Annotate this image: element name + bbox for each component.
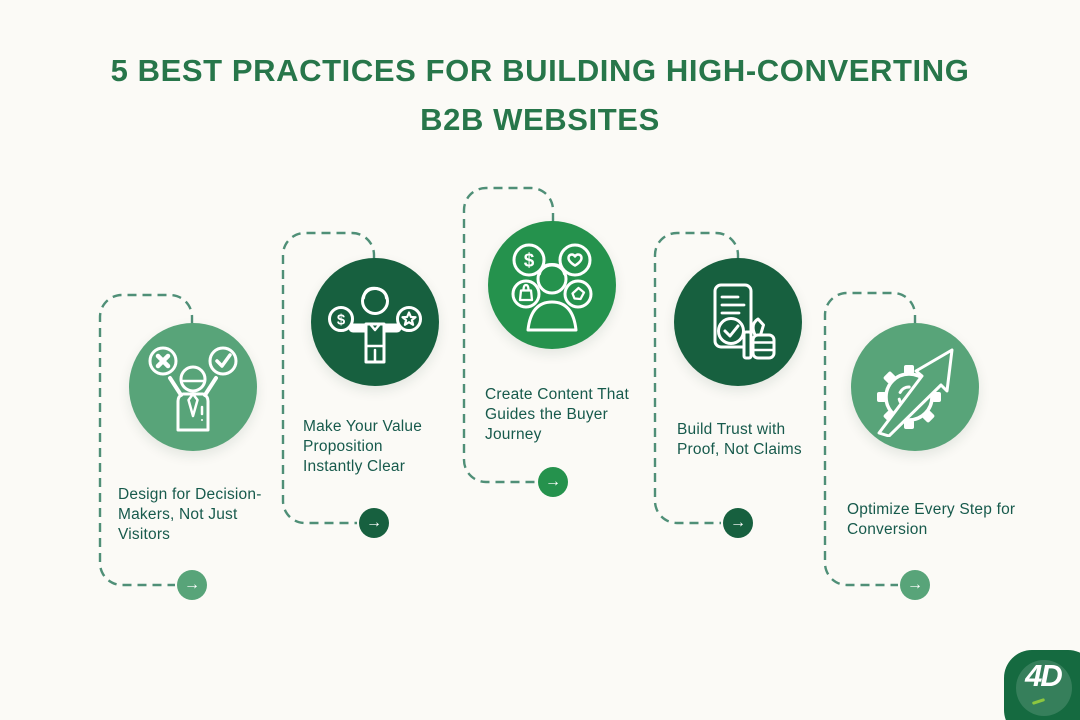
arrow-right-icon: → — [907, 576, 923, 593]
practice-circle-3: $ — [488, 221, 616, 349]
practice-label-5: Optimize Every Step for Conversion — [847, 501, 1016, 538]
practice-label-2: Make Your Value Proposition Instantly Cl… — [303, 418, 423, 475]
4d-logo: 4D — [1004, 650, 1080, 720]
practice-circle-4 — [674, 258, 802, 386]
logo-ring — [1016, 660, 1072, 716]
dashed-connector — [98, 293, 194, 587]
practice-label-1: Design for Decision-Makers, Not Just Vis… — [118, 486, 262, 543]
arrow-right-icon: → — [545, 473, 561, 490]
dashed-connector — [653, 231, 740, 525]
practice-label-3: Create Content That Guides the Buyer Jou… — [485, 386, 629, 443]
practice-circle-2: $ — [311, 258, 439, 386]
arrow-right-icon: → — [730, 514, 746, 531]
dashed-connector — [281, 231, 376, 525]
trust-proof-icon — [713, 283, 776, 360]
arrow-right-icon: → — [366, 514, 382, 531]
logo-text: 4D — [1025, 658, 1063, 693]
value-proposition-icon: $ — [328, 286, 422, 364]
svg-text:$: $ — [337, 312, 346, 329]
dashed-connector — [462, 186, 555, 484]
conversion-optimization-icon — [877, 348, 954, 437]
practice-circle-5 — [851, 323, 979, 451]
arrow-right-icon: → — [184, 576, 200, 593]
buyer-journey-icon: $ — [511, 243, 593, 332]
svg-text:$: $ — [524, 251, 535, 272]
dashed-connector — [823, 291, 917, 587]
page-title: 5 BEST PRACTICES FOR BUILDING HIGH-CONVE… — [110, 53, 970, 137]
step-arrow-1: → — [177, 570, 207, 600]
practice-circle-1 — [129, 323, 257, 451]
decision-makers-icon — [148, 346, 238, 432]
step-arrow-3: → — [538, 467, 568, 497]
step-arrow-4: → — [723, 508, 753, 538]
step-arrow-5: → — [900, 570, 930, 600]
step-arrow-2: → — [359, 508, 389, 538]
practice-label-4: Build Trust with Proof, Not Claims — [677, 421, 802, 458]
